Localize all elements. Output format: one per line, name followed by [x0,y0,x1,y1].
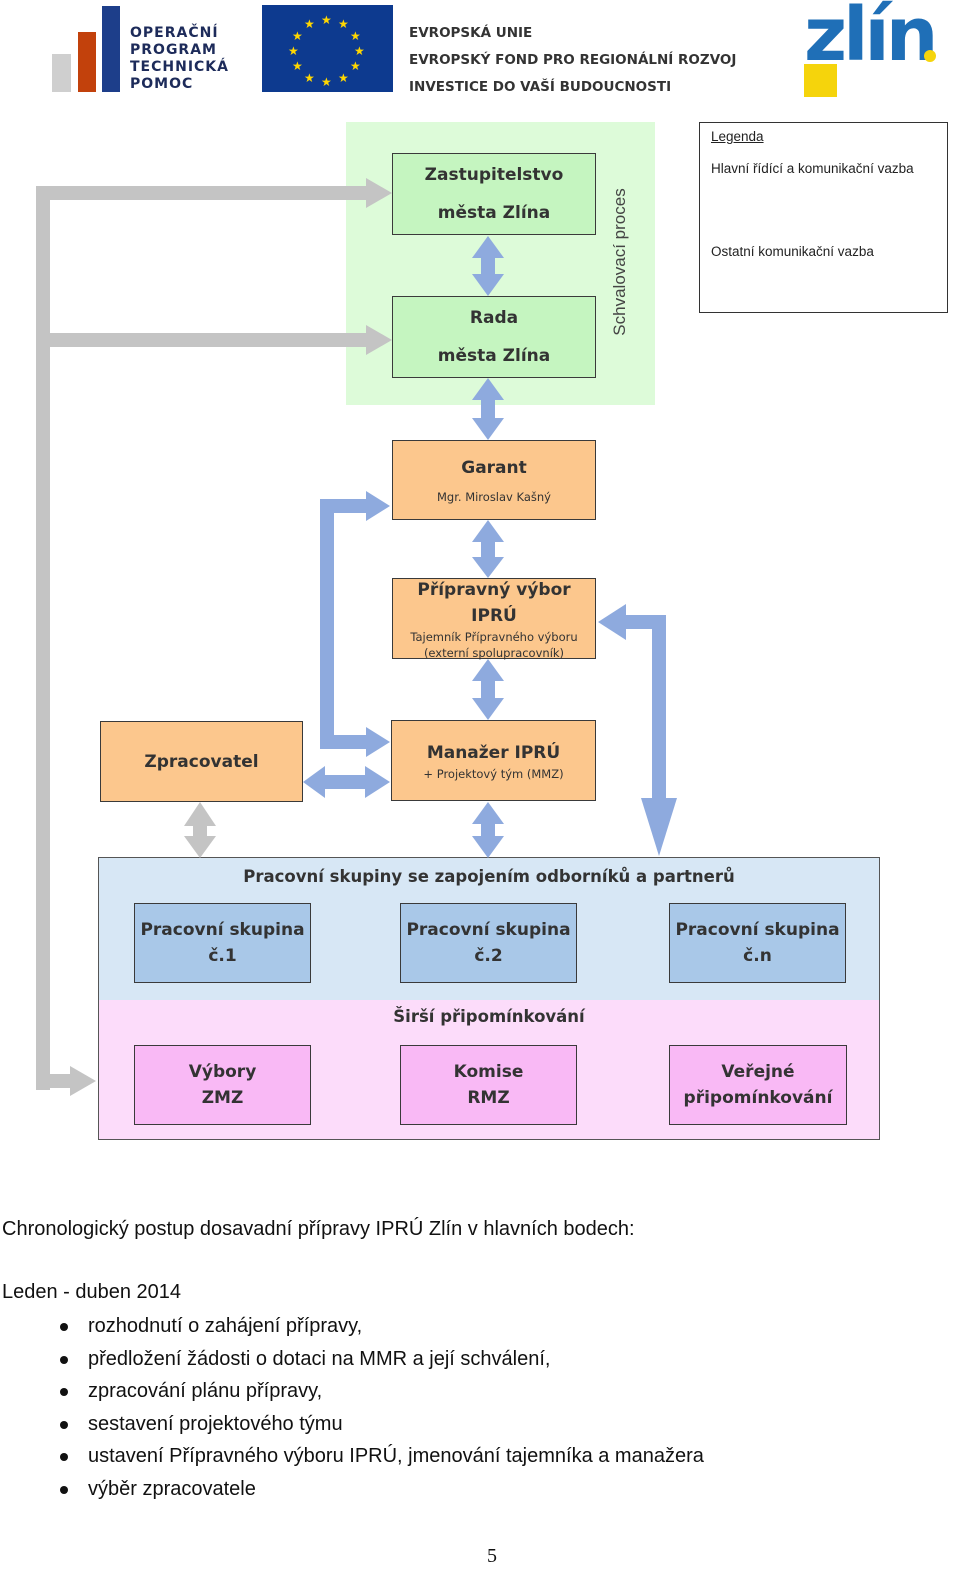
bullet-icon [60,1485,68,1494]
working-group-n: Pracovní skupina č.n [669,903,846,983]
bullet-icon [60,1388,68,1397]
rada-box: Rada města Zlína [392,296,596,378]
chronology-list: rozhodnutí o zahájení přípravy, předlože… [0,1310,960,1506]
op-logo-bars [52,6,122,92]
legend-main-link-label: Hlavní řídící a komunikační vazba [711,161,914,176]
period-label: Leden - duben 2014 [2,1281,182,1303]
zlin-logo: zlín [804,0,944,98]
legend-title: Legenda [711,129,764,144]
legend-other-link-label: Ostatní komunikační vazba [711,244,874,259]
bullet-icon [60,1420,68,1429]
blue-arrows [303,236,677,858]
wider-comments-title: Širší připomínkování [393,1007,585,1026]
manazer-box: Manažer IPRÚ + Projektový tým (MMZ) [391,720,596,801]
chronology-heading: Chronologický postup dosavadní přípravy … [2,1218,635,1240]
list-item: zpracování plánu přípravy, [0,1375,960,1408]
comment-komise-rmz: Komise RMZ [400,1045,577,1125]
zlin-logo-text: zlín [804,0,938,78]
op-logo-text: OPERAČNÍ PROGRAM TECHNICKÁ POMOC [130,25,229,92]
bullet-icon [60,1453,68,1462]
list-item: sestavení projektového týmu [0,1408,960,1441]
page-number: 5 [487,1545,497,1567]
eu-text: EVROPSKÁ UNIE EVROPSKÝ FOND PRO REGIONÁL… [409,25,737,95]
pripravny-vybor-box: Přípravný výbor IPRÚ Tajemník Přípravnéh… [392,578,596,660]
working-group-2: Pracovní skupina č.2 [400,903,577,983]
list-item: výběr zpracovatele [0,1473,960,1506]
zlin-logo-yellow-square [804,64,837,97]
legend-box: Legenda Hlavní řídící a komunikační vazb… [699,122,948,313]
garant-box: Garant Mgr. Miroslav Kašný [392,440,596,520]
gray-arrows [36,178,392,1096]
zastupitelstvo-box: Zastupitelstvo města Zlína [392,153,596,235]
bullet-icon [60,1323,68,1331]
zpracovatel-box: Zpracovatel [100,721,303,802]
list-item: rozhodnutí o zahájení přípravy, [0,1310,960,1343]
bullet-icon [60,1355,68,1364]
comment-verejne: Veřejné připomínkování [669,1045,847,1125]
working-group-1: Pracovní skupina č.1 [134,903,311,983]
zlin-logo-dot [924,50,936,62]
list-item: předložení žádosti o dotaci na MMR a jej… [0,1343,960,1376]
eu-flag: ★ ★ ★ ★ ★ ★ ★ ★ ★ ★ ★ ★ [262,5,393,92]
approval-process-label: Schvalovací proces [610,188,629,336]
working-groups-title: Pracovní skupiny se zapojením odborníků … [243,867,735,886]
list-item: ustavení Přípravného výboru IPRÚ, jmenov… [0,1440,960,1473]
comment-vybory-zmz: Výbory ZMZ [134,1045,311,1125]
